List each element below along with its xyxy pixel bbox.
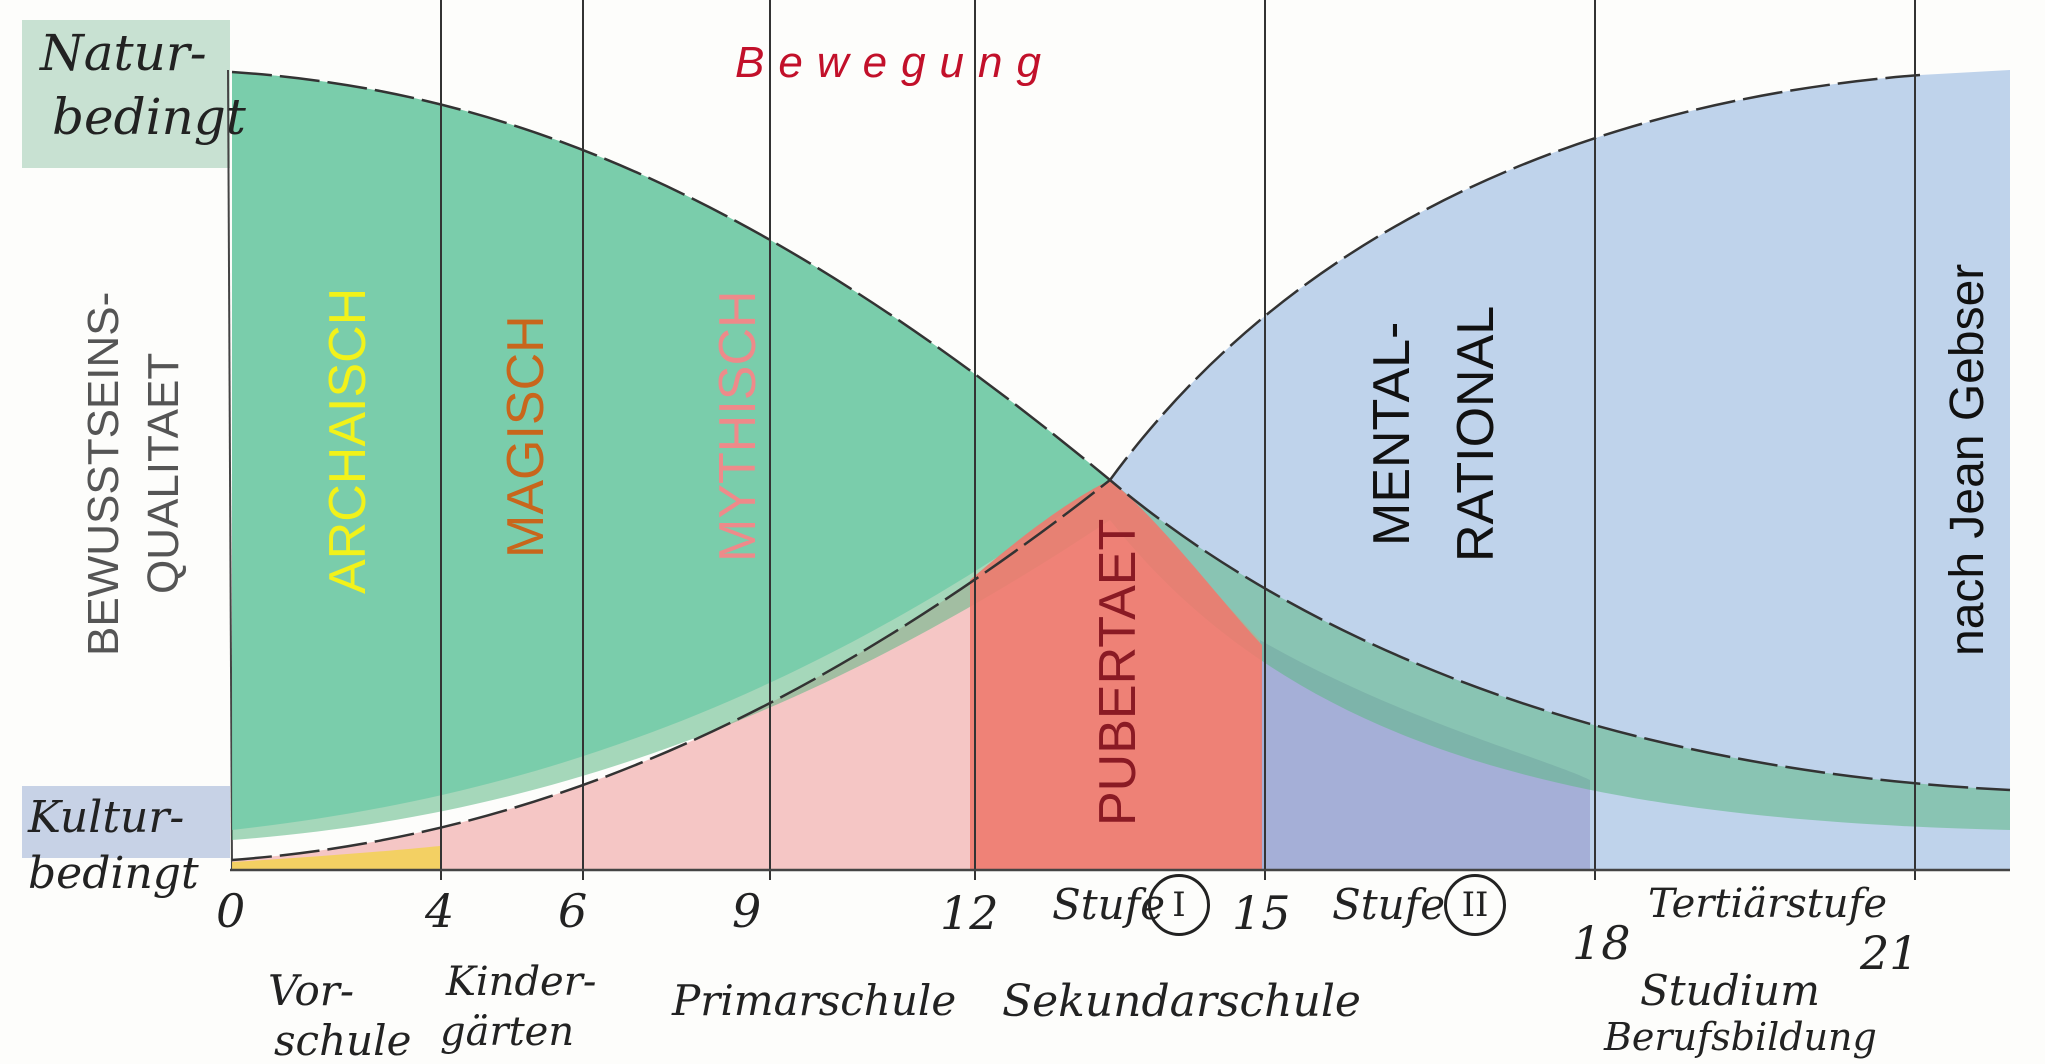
phase-magisch: MAGISCH — [497, 315, 555, 558]
stage-2-numeral: II — [1444, 874, 1506, 936]
phase-mythisch: MYTHISCH — [709, 290, 767, 562]
nature-area — [232, 72, 1110, 830]
stage-2-word: Stufe — [1332, 880, 1446, 929]
studium-line1: Studium — [1640, 966, 1820, 1015]
stage-1-numeral: I — [1148, 874, 1210, 936]
puberty-area — [970, 480, 1262, 870]
phase-archaisch: ARCHAISCH — [319, 287, 377, 594]
primarschule-label: Primarschule — [672, 976, 957, 1025]
consciousness-title-line2: QUALITAET — [139, 352, 188, 594]
culture-label-line1: Kultur- — [28, 792, 185, 843]
credit-label: nach Jean Gebser — [1941, 263, 1994, 656]
tick-15: 15 — [1232, 886, 1291, 940]
tick-9: 9 — [732, 884, 762, 938]
tick-0: 0 — [216, 884, 246, 938]
culture-label-line2: bedingt — [28, 848, 199, 899]
age-lines — [440, 0, 1916, 880]
phase-mental-line1: MENTAL- — [1363, 321, 1421, 546]
studium-line2: Berufsbildung — [1604, 1015, 1877, 1059]
culture-label-box — [22, 786, 230, 858]
y-axis-line — [227, 69, 233, 871]
phase-mental-line2: RATIONAL — [1447, 305, 1505, 562]
consciousness-title-line1: BEWUSSTSEINS- — [79, 291, 128, 656]
tick-21: 21 — [1860, 926, 1919, 980]
stage-1-word: Stufe — [1052, 880, 1166, 929]
tick-12: 12 — [940, 886, 999, 940]
tick-6: 6 — [558, 884, 588, 938]
nature-label-box — [22, 20, 230, 168]
nature-label-line2: bedingt — [52, 88, 246, 146]
rising-curve — [231, 73, 1921, 862]
nature-label-line1: Natur- — [40, 24, 207, 82]
kindergarten-line1: Kinder- — [446, 959, 597, 1005]
kindergarten-line2: gärten — [440, 1009, 575, 1055]
yellow-strip — [232, 846, 440, 870]
tick-4: 4 — [425, 884, 455, 938]
phase-pubertaet: PUBERTAET — [1089, 518, 1147, 826]
tick-18: 18 — [1572, 916, 1631, 970]
stage-tertiary: Tertiärstufe — [1648, 881, 1888, 927]
vorschule-line2: schule — [274, 1016, 412, 1064]
vorschule-line1: Vor- — [268, 966, 355, 1015]
movement-label: Bewegung — [735, 38, 1055, 87]
sekundarschule-label: Sekundarschule — [1002, 976, 1361, 1027]
